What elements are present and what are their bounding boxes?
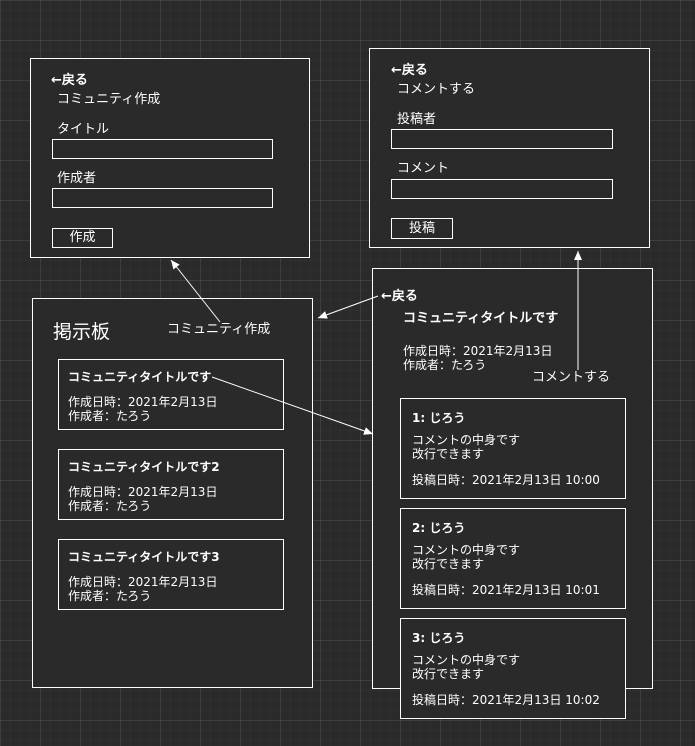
- screen-title: コメントする: [397, 82, 476, 97]
- comment-body: コメントの中身です: [412, 653, 521, 667]
- comment-header: 1: じろう: [412, 411, 466, 425]
- created-date: 作成日時：2021年2月13日: [68, 395, 218, 409]
- created-by: 作成者：たろう: [68, 589, 152, 603]
- title-input[interactable]: [52, 139, 273, 159]
- comment-card: 2: じろう コメントの中身です 改行できます 投稿日時：2021年2月13日 …: [400, 508, 626, 609]
- back-link[interactable]: ←戻る: [391, 63, 428, 78]
- created-by: 作成者：たろう: [68, 409, 152, 423]
- community-title: コミュニティタイトルです3: [68, 550, 220, 564]
- create-community-annotation: コミュニティ作成: [167, 322, 271, 337]
- created-date: 作成日時：2021年2月13日: [403, 344, 553, 358]
- title-label: タイトル: [57, 122, 110, 137]
- comment-body: 改行できます: [412, 557, 485, 571]
- comment-posted-date: 投稿日時：2021年2月13日 10:01: [412, 583, 600, 597]
- comment-posted-date: 投稿日時：2021年2月13日 10:02: [412, 693, 600, 707]
- community-card[interactable]: コミュニティタイトルです3 作成日時：2021年2月13日 作成者：たろう: [58, 539, 284, 610]
- create-community-screen: ←戻る コミュニティ作成 タイトル 作成者 作成: [30, 58, 310, 258]
- created-by: 作成者：たろう: [68, 499, 152, 513]
- back-link[interactable]: ←戻る: [51, 73, 88, 88]
- poster-label: 投稿者: [397, 112, 437, 127]
- comment-body: 改行できます: [412, 667, 485, 681]
- screen-title: コミュニティ作成: [57, 92, 161, 107]
- community-title: コミュニティタイトルです: [403, 311, 559, 326]
- comment-header: 3: じろう: [412, 631, 466, 645]
- comment-header: 2: じろう: [412, 521, 466, 535]
- back-link[interactable]: ←戻る: [381, 289, 418, 304]
- comment-annotation: コメントする: [532, 370, 611, 385]
- board-title: 掲示板: [53, 321, 111, 343]
- author-label: 作成者: [57, 171, 97, 186]
- arrow-to-board: [317, 295, 379, 319]
- comment-body: コメントの中身です: [412, 543, 521, 557]
- poster-input[interactable]: [391, 129, 613, 149]
- comment-body: 改行できます: [412, 447, 485, 461]
- post-button[interactable]: 投稿: [391, 218, 453, 239]
- create-button[interactable]: 作成: [52, 228, 113, 248]
- created-by: 作成者：たろう: [403, 358, 487, 372]
- comment-card: 3: じろう コメントの中身です 改行できます 投稿日時：2021年2月13日 …: [400, 618, 626, 719]
- community-card[interactable]: コミュニティタイトルです2 作成日時：2021年2月13日 作成者：たろう: [58, 449, 284, 520]
- created-date: 作成日時：2021年2月13日: [68, 485, 218, 499]
- comment-screen: ←戻る コメントする 投稿者 コメント 投稿: [369, 48, 650, 248]
- comment-posted-date: 投稿日時：2021年2月13日 10:00: [412, 473, 600, 487]
- community-title: コミュニティタイトルです: [68, 370, 212, 384]
- community-card[interactable]: コミュニティタイトルです 作成日時：2021年2月13日 作成者：たろう: [58, 359, 284, 430]
- created-date: 作成日時：2021年2月13日: [68, 575, 218, 589]
- board-screen: 掲示板 コミュニティタイトルです 作成日時：2021年2月13日 作成者：たろう…: [32, 298, 313, 688]
- comment-body: コメントの中身です: [412, 433, 521, 447]
- comment-card: 1: じろう コメントの中身です 改行できます 投稿日時：2021年2月13日 …: [400, 398, 626, 499]
- author-input[interactable]: [52, 188, 273, 208]
- community-title: コミュニティタイトルです2: [68, 460, 220, 474]
- comment-label: コメント: [397, 161, 450, 176]
- comment-input[interactable]: [391, 179, 613, 199]
